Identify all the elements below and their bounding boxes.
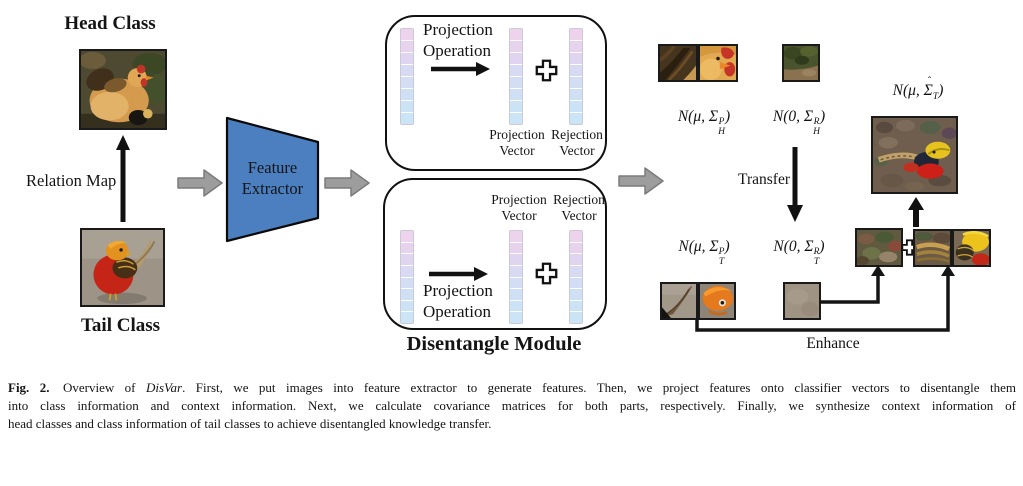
class-crop-right: [952, 229, 991, 267]
tail-projection-crop-right: [698, 282, 736, 320]
rejection-vector-label: Rejection Vector: [553, 192, 605, 223]
caption-fig-label: Fig. 2.: [8, 380, 50, 395]
projection-vector-label: Projection Vector: [491, 192, 547, 223]
projection-operation-label: Projection Operation: [423, 20, 493, 60]
projection-operation-arrow: [431, 62, 490, 76]
flow-arrow-into-extractor: [177, 169, 223, 197]
rejection-vector-label: Rejection Vector: [551, 127, 603, 158]
tail-projection-crop-left: [660, 282, 698, 320]
caption-line-1: Fig. 2. Overview of DisVar. First, we pu…: [8, 380, 1017, 395]
tail-rejection-crop: [783, 282, 821, 320]
projection-operation-arrow: [429, 267, 488, 281]
disentangle-box-tail: Projection Vector Rejection Vector Proje…: [383, 178, 607, 330]
feature-extractor-shape: [225, 116, 320, 243]
tail-class-label: Tail Class: [80, 315, 161, 336]
context-crop: [855, 228, 903, 267]
feature-vector: [400, 230, 414, 324]
feature-extractor-label: Feature Extractor: [241, 158, 304, 198]
feature-vector: [509, 28, 523, 125]
caption-line-2: into class information and context infor…: [8, 398, 1016, 413]
head-projection-crop-left: [658, 44, 698, 82]
transfer-label: Transfer: [738, 171, 790, 188]
flow-arrow-into-module: [324, 169, 370, 197]
synthesized-image: [871, 116, 958, 194]
relation-map-arrow: [116, 135, 130, 222]
feature-vector: [569, 230, 583, 324]
class-crop-left: [913, 229, 952, 267]
head-rejection-crop: [782, 44, 820, 82]
flow-arrow-out-of-module: [618, 167, 664, 195]
enhance-connector: [695, 265, 955, 332]
plus-icon: [535, 59, 558, 82]
feature-vector: [569, 28, 583, 125]
head-projection-crop-right: [698, 44, 738, 82]
context-connector: [820, 265, 885, 304]
projection-vector-label: Projection Vector: [489, 127, 545, 158]
enhance-label: Enhance: [806, 335, 860, 352]
plus-icon: [535, 262, 558, 285]
plus-icon: [901, 239, 918, 256]
disentangle-box-head: Projection Operation Projection Vector R…: [385, 15, 607, 171]
feature-vector: [509, 230, 523, 324]
projection-operation-label: Projection Operation: [423, 281, 493, 321]
relation-map-label: Relation Map: [26, 171, 117, 190]
head-class-image: [79, 49, 167, 130]
synthesis-up-arrow: [908, 197, 924, 227]
figure-caption: Fig. 2. Overview of DisVar. First, we pu…: [8, 379, 1016, 433]
method-name: DisVar: [145, 380, 183, 395]
transfer-arrow: [787, 147, 803, 222]
head-class-label: Head Class: [64, 13, 156, 34]
caption-line-3: head classes and class information of ta…: [8, 416, 492, 431]
feature-vector: [400, 28, 414, 125]
disentangle-module-label: Disentangle Module: [406, 333, 582, 355]
tail-class-image: [80, 228, 165, 307]
